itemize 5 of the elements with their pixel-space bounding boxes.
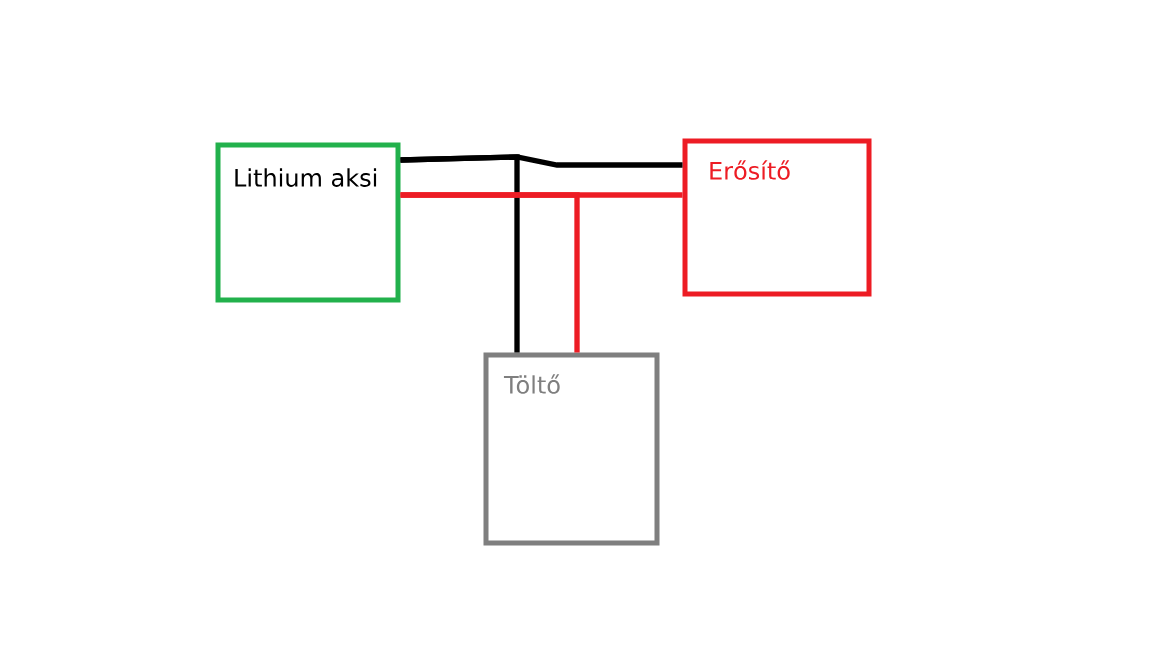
wire <box>400 192 580 353</box>
wire <box>400 154 520 353</box>
box: Töltő <box>483 352 660 546</box>
box: Lithium aksi <box>215 142 401 303</box>
box: Erősítő <box>682 138 872 297</box>
